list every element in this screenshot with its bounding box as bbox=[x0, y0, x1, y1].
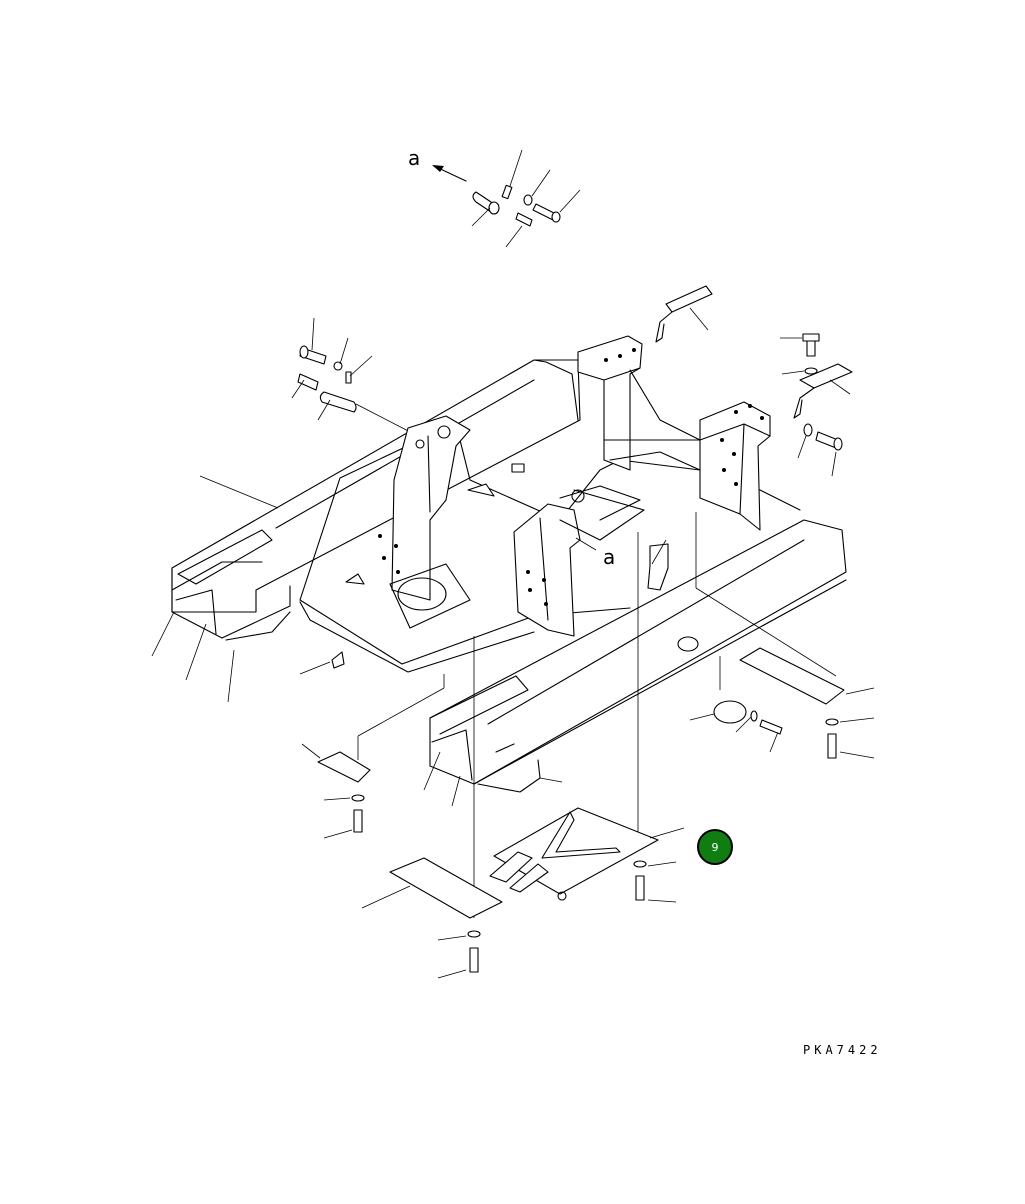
top-pin-assembly bbox=[432, 149, 581, 248]
frame-bolt-holes bbox=[378, 348, 764, 606]
view-arrow-a-label-middle: a bbox=[603, 545, 616, 569]
frame-leader-lines bbox=[151, 475, 837, 918]
part-callout-9-button[interactable]: 9 bbox=[697, 829, 733, 865]
left-pin-assembly bbox=[291, 317, 419, 437]
right-top-bracket-assembly bbox=[655, 285, 853, 477]
drawing-code: PKA7422 bbox=[803, 1043, 882, 1057]
view-arrow-a-label-top: a bbox=[408, 146, 421, 170]
bottom-cover-plates bbox=[301, 647, 875, 979]
